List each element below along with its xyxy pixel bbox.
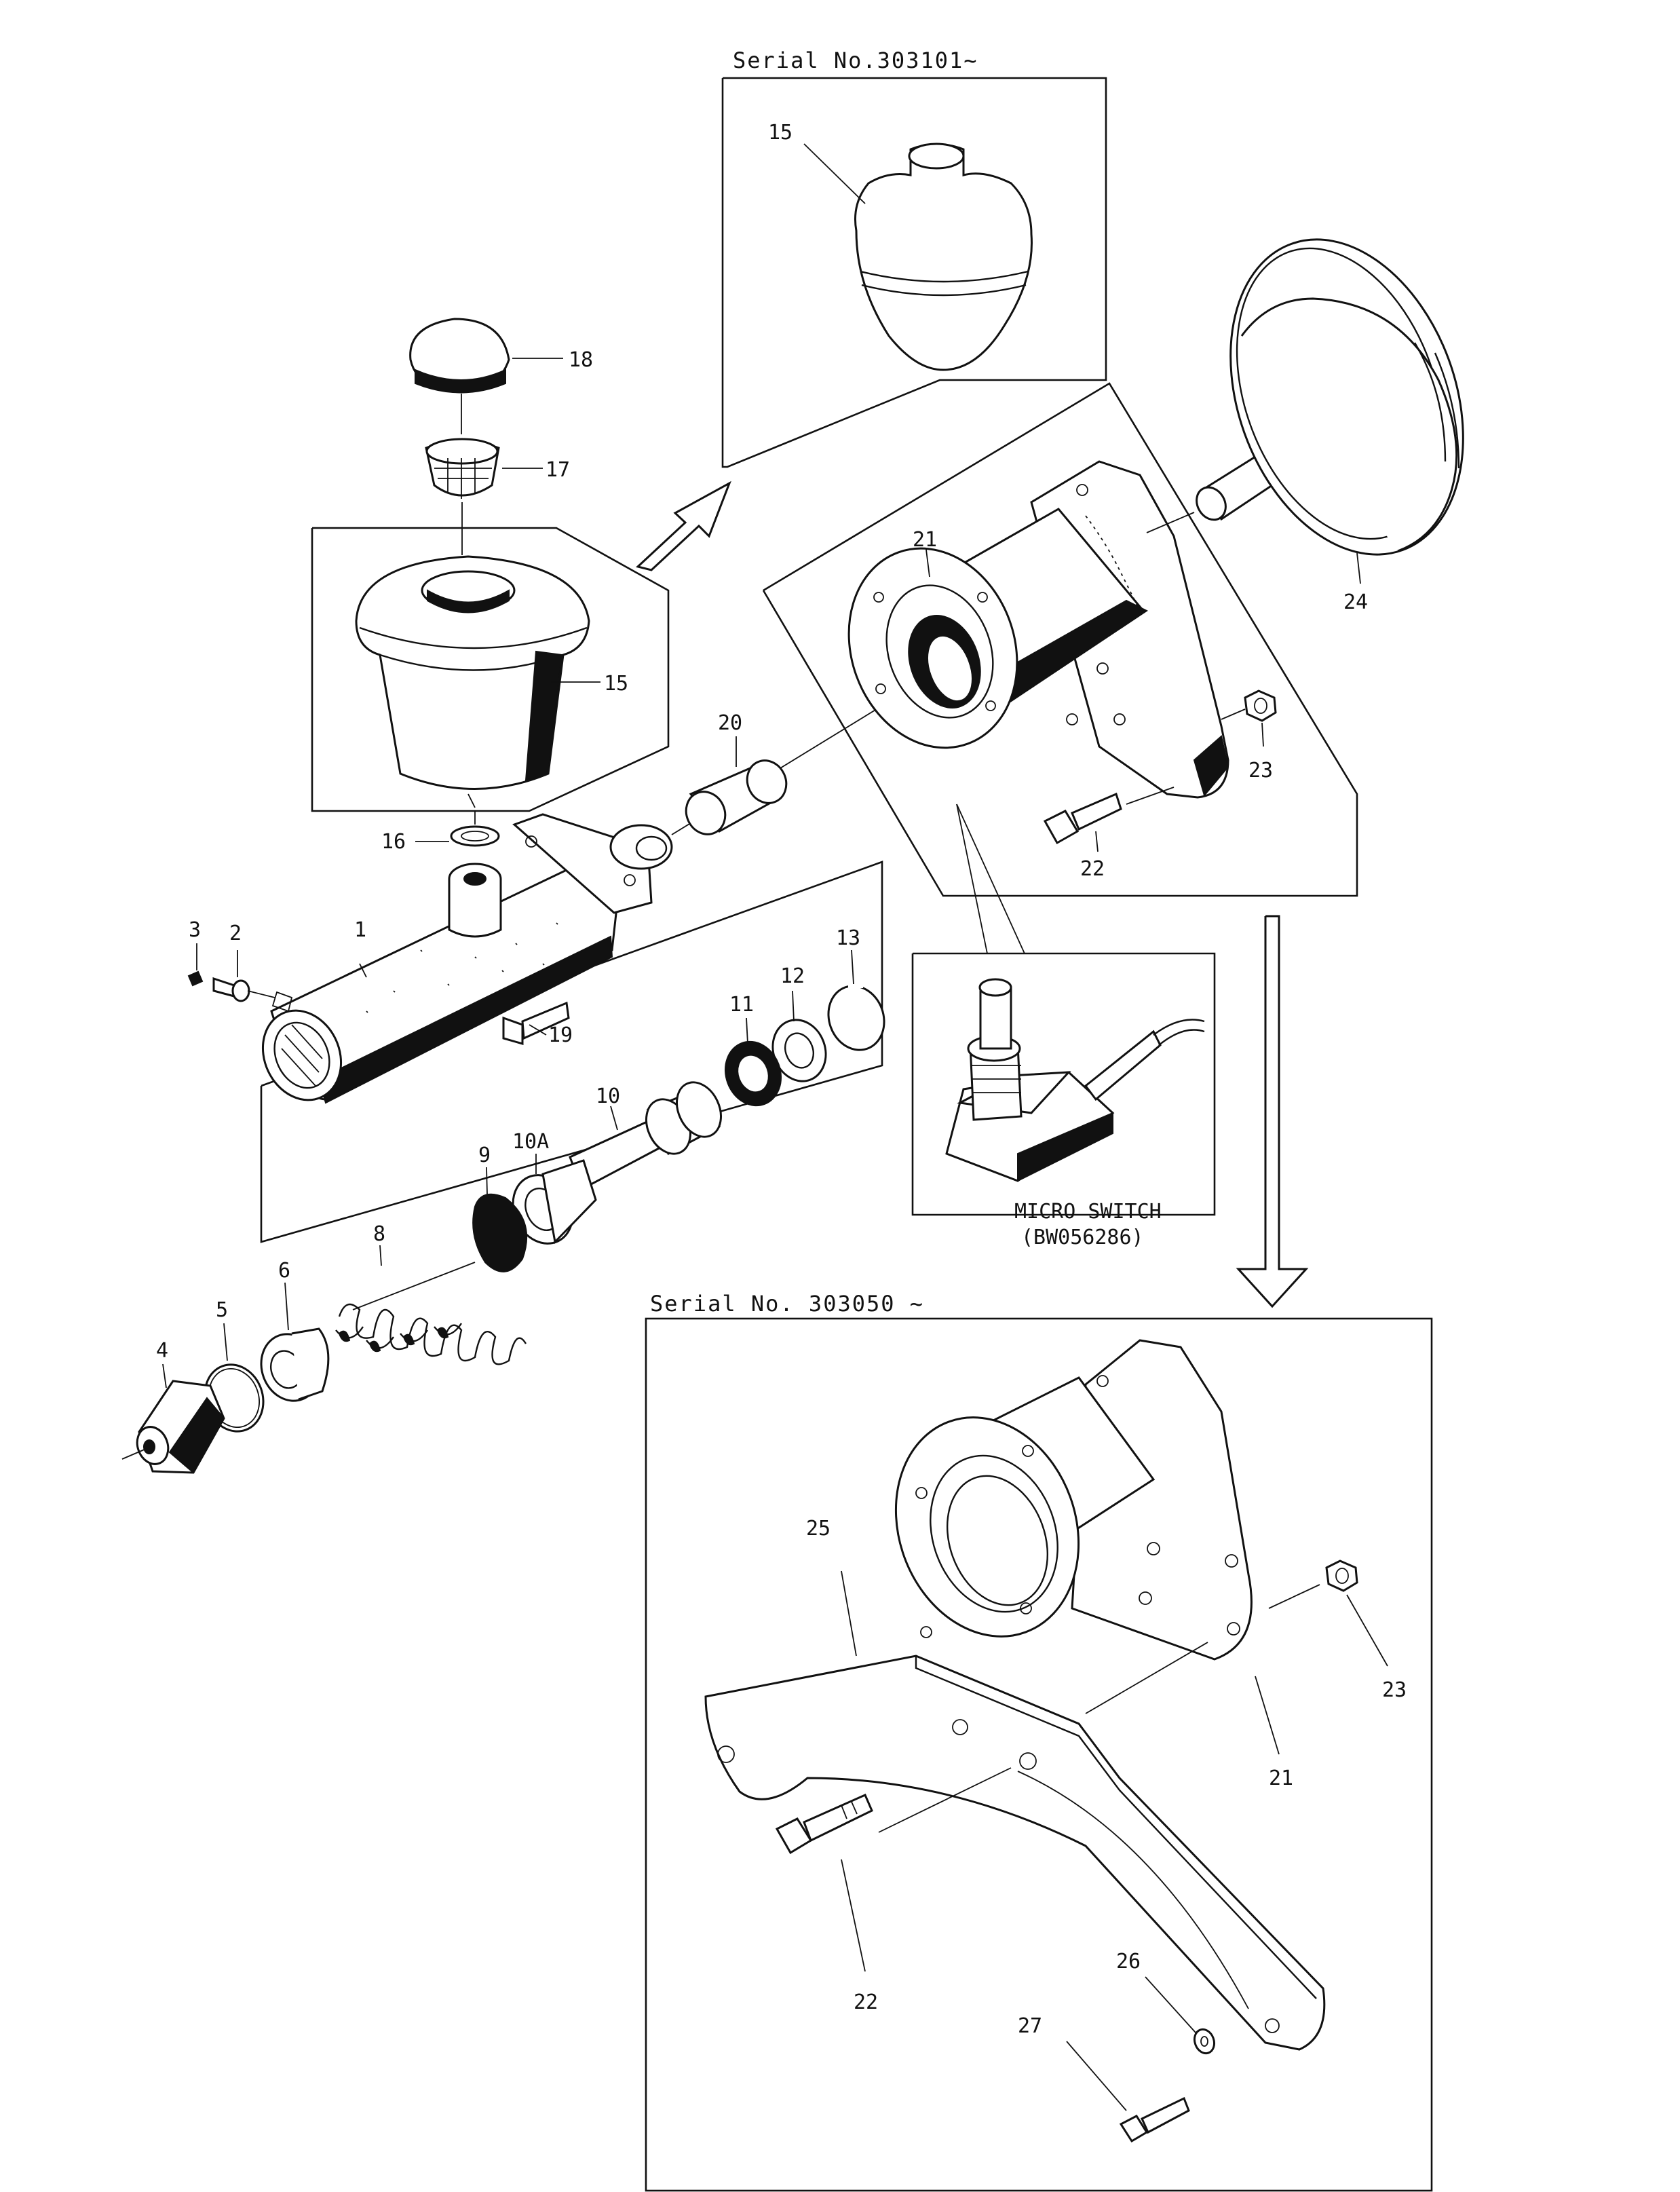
callout-3: 3 — [189, 918, 201, 942]
callout-15-inset: 15 — [768, 121, 793, 145]
callout-23-top: 23 — [1248, 759, 1273, 782]
callout-27: 27 — [1018, 2014, 1042, 2038]
callout-22-top: 22 — [1080, 857, 1105, 881]
callout-21-top: 21 — [913, 528, 937, 552]
callout-9: 9 — [478, 1144, 491, 1167]
micro-switch-inset: MICRO SWITCH (BW056286) — [911, 804, 1216, 1249]
micro-switch-part-no: (BW056286) — [1021, 1226, 1144, 1249]
micro-switch-title: MICRO SWITCH — [1014, 1200, 1162, 1224]
support-plate-part — [704, 1655, 1326, 2051]
bushing-part — [685, 759, 788, 835]
callout-16: 16 — [381, 830, 406, 854]
support-bolt-part — [775, 1794, 873, 1855]
master-cylinder-body-part — [261, 813, 673, 1104]
callout-11: 11 — [729, 993, 754, 1017]
outlet-fitting-part — [121, 1380, 225, 1474]
reservoir-bulb-part — [854, 143, 1033, 371]
mounting-bracket-part — [847, 460, 1229, 799]
piston-cup-retainer-part — [512, 1159, 597, 1245]
callout-17: 17 — [546, 458, 570, 482]
bleeder-cap-part — [187, 970, 204, 987]
callout-10: 10 — [596, 1084, 620, 1108]
callout-19: 19 — [548, 1023, 573, 1047]
reservoir-seal-part — [450, 825, 500, 847]
callout-25: 25 — [806, 1517, 831, 1541]
callout-24: 24 — [1343, 590, 1368, 614]
support-washer-part — [1193, 2028, 1216, 2055]
arrow-to-inset-bottom — [1236, 915, 1309, 1308]
callout-18: 18 — [569, 348, 593, 372]
bleeder-screw-part — [212, 977, 293, 1013]
inset-serial-303050: Serial No. 303050 ~ — [645, 1291, 1433, 2192]
bracket-assembly-box — [762, 382, 1358, 897]
callout-12: 12 — [780, 964, 805, 988]
callout-20: 20 — [718, 711, 742, 735]
reservoir-box — [311, 527, 670, 812]
callout-2: 2 — [229, 922, 242, 945]
inset-serial-303101: Serial No.303101~ 15 — [721, 48, 1107, 468]
primary-cup-part — [472, 1193, 528, 1272]
cylinder-bolt-part — [502, 1001, 570, 1045]
serial-header-bottom: Serial No. 303050 ~ — [650, 1291, 924, 1317]
callout-5: 5 — [216, 1298, 228, 1322]
mounting-bracket-alt-part — [894, 1339, 1253, 1661]
callout-26: 26 — [1116, 1950, 1141, 1973]
piston-part — [569, 1081, 722, 1191]
callout-13: 13 — [836, 926, 860, 950]
callout-23-bottom: 23 — [1382, 1678, 1407, 1702]
cylinder-assembly-box — [260, 861, 883, 1243]
filter-strainer-part — [425, 438, 500, 499]
micro-switch-part — [945, 978, 1205, 1182]
bracket-nut-part — [1244, 689, 1277, 722]
return-spring-part — [335, 1303, 527, 1365]
secondary-cup-part — [724, 1040, 782, 1107]
brake-booster-part — [1196, 238, 1464, 556]
callout-4: 4 — [156, 1339, 168, 1363]
callout-10A: 10A — [512, 1130, 549, 1154]
bracket-bolt-part — [1043, 792, 1122, 845]
callout-1: 1 — [354, 918, 366, 942]
reservoir-tank-part — [355, 555, 590, 808]
callout-21-bottom: 21 — [1269, 1766, 1293, 1790]
reservoir-cap-part — [409, 318, 510, 394]
bracket-nut-alt-part — [1325, 1560, 1358, 1592]
callout-22-bottom: 22 — [854, 1990, 878, 2014]
support-small-bolt-part — [1119, 2096, 1190, 2143]
stop-washer-part — [771, 1019, 827, 1082]
callout-15: 15 — [604, 672, 628, 696]
callout-6: 6 — [278, 1259, 290, 1283]
snap-ring-part — [827, 977, 885, 1051]
check-valve-part — [260, 1327, 330, 1402]
arrow-to-inset-top — [635, 480, 731, 571]
serial-header-top: Serial No.303101~ — [733, 48, 978, 73]
callout-8: 8 — [373, 1222, 385, 1246]
